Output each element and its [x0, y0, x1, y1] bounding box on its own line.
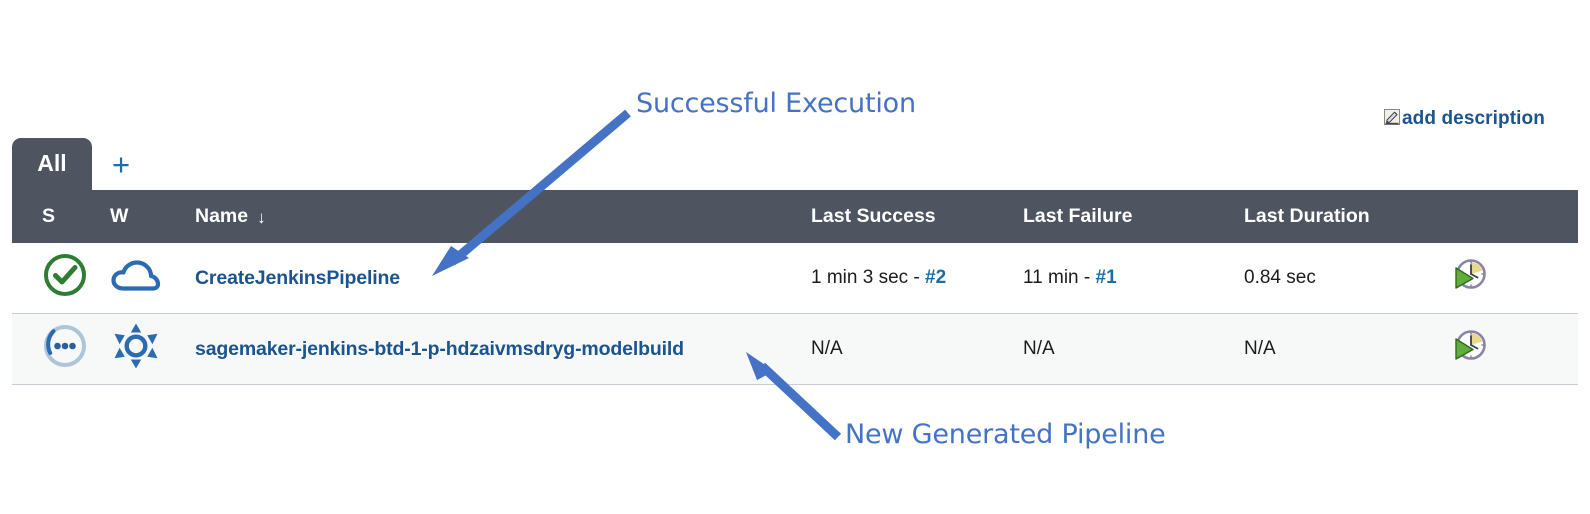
weather-cloudy-icon[interactable]	[110, 260, 162, 301]
weather-sunny-icon[interactable]	[110, 323, 162, 376]
schedule-build-icon[interactable]	[1452, 259, 1488, 298]
status-pending-icon[interactable]	[42, 325, 88, 374]
column-header-last-duration[interactable]: Last Duration	[1222, 190, 1412, 243]
last-failure-value: N/A	[1023, 338, 1055, 359]
edit-pencil-icon	[1384, 109, 1400, 125]
table-row: CreateJenkinsPipeline 1 min 3 sec - #2 1…	[12, 243, 1578, 314]
cell-last-duration: 0.84 sec	[1222, 243, 1412, 314]
cell-job-name: sagemaker-jenkins-btd-1-p-hdzaivmsdryg-m…	[168, 313, 780, 385]
add-description-label: add description	[1402, 107, 1545, 128]
cell-last-success: 1 min 3 sec - #2	[780, 243, 1000, 314]
status-success-icon[interactable]	[42, 254, 88, 303]
column-header-last-success[interactable]: Last Success	[780, 190, 1000, 243]
cell-weather	[90, 243, 168, 314]
cell-status	[12, 313, 90, 385]
table-row: sagemaker-jenkins-btd-1-p-hdzaivmsdryg-m…	[12, 313, 1578, 385]
last-success-value: N/A	[811, 338, 843, 359]
column-header-weather-label: W	[110, 205, 129, 227]
column-header-last-success-label: Last Success	[811, 205, 936, 227]
sort-descending-icon: ↓	[257, 208, 266, 227]
tab-all[interactable]: All	[12, 138, 92, 190]
column-header-last-duration-label: Last Duration	[1244, 205, 1370, 227]
annotation-label-successful-execution: Successful Execution	[636, 88, 916, 119]
cell-actions	[1412, 313, 1578, 385]
jobs-table-body: CreateJenkinsPipeline 1 min 3 sec - #2 1…	[12, 243, 1578, 385]
column-header-status[interactable]: S	[12, 190, 90, 243]
add-description-link[interactable]: add description	[1384, 106, 1545, 128]
column-header-status-label: S	[42, 205, 56, 227]
job-link-createjenkinspipeline[interactable]: CreateJenkinsPipeline	[195, 266, 400, 289]
add-tab-button[interactable]: +	[111, 147, 131, 182]
cell-last-failure: N/A	[1000, 313, 1222, 385]
last-success-build-link[interactable]: #2	[925, 267, 947, 288]
column-header-weather[interactable]: W	[90, 190, 168, 243]
schedule-build-icon[interactable]	[1452, 330, 1488, 369]
job-link-sagemaker-modelbuild[interactable]: sagemaker-jenkins-btd-1-p-hdzaivmsdryg-m…	[195, 337, 684, 360]
cell-last-failure: 11 min - #1	[1000, 243, 1222, 314]
last-duration-value: N/A	[1244, 338, 1276, 359]
column-header-last-failure[interactable]: Last Failure	[1000, 190, 1222, 243]
cell-actions	[1412, 243, 1578, 314]
table-header-row: S W Name ↓ Last Success Last Failure Last…	[12, 190, 1578, 243]
cell-last-success: N/A	[780, 313, 1000, 385]
cell-weather	[90, 313, 168, 385]
column-header-name[interactable]: Name ↓	[168, 190, 780, 243]
last-failure-time: 11 min -	[1023, 267, 1096, 288]
view-tab-bar: All +	[12, 138, 1578, 190]
last-duration-value: 0.84 sec	[1244, 267, 1316, 288]
jobs-table: S W Name ↓ Last Success Last Failure Last…	[12, 190, 1578, 385]
cell-last-duration: N/A	[1222, 313, 1412, 385]
column-header-last-failure-label: Last Failure	[1023, 205, 1133, 227]
cell-job-name: CreateJenkinsPipeline	[168, 243, 780, 314]
last-success-time: 1 min 3 sec -	[811, 267, 926, 288]
column-header-actions	[1412, 190, 1578, 243]
jobs-table-header: S W Name ↓ Last Success Last Failure Last…	[12, 190, 1578, 243]
cell-status	[12, 243, 90, 314]
last-failure-build-link[interactable]: #1	[1095, 267, 1117, 288]
annotation-label-new-generated-pipeline: New Generated Pipeline	[845, 419, 1166, 450]
column-header-name-label: Name	[195, 205, 249, 227]
